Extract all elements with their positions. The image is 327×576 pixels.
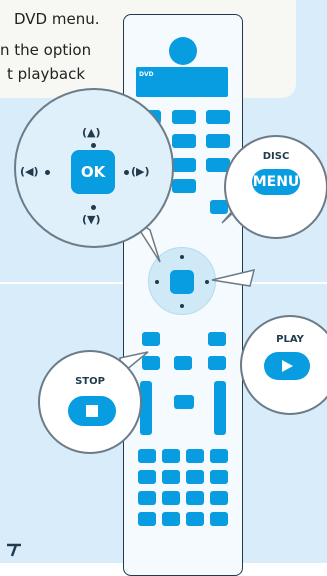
nav-up-label: (▲) xyxy=(82,126,101,139)
number-button[interactable] xyxy=(210,470,228,484)
play-button[interactable] xyxy=(264,352,310,380)
brand-logo-fragment xyxy=(7,543,21,557)
remote-button[interactable] xyxy=(206,110,230,124)
remote-button[interactable] xyxy=(142,356,160,370)
remote-ok-button[interactable] xyxy=(170,270,194,294)
mute-button[interactable] xyxy=(174,395,194,409)
nav-right-label: (▶) xyxy=(131,165,150,178)
volume-rocker[interactable] xyxy=(140,381,152,435)
remote-button[interactable] xyxy=(172,110,196,124)
number-button[interactable] xyxy=(186,470,204,484)
number-button[interactable] xyxy=(162,491,180,505)
menu-label: MENU xyxy=(252,174,300,190)
stop-button[interactable] xyxy=(68,396,116,426)
remote-button[interactable] xyxy=(208,332,226,346)
nav-up-dot-large xyxy=(91,143,96,148)
disc-label: DISC xyxy=(262,151,290,162)
number-button[interactable] xyxy=(138,470,156,484)
play-label: PLAY xyxy=(276,334,304,345)
number-button[interactable] xyxy=(138,491,156,505)
play-triangle-icon xyxy=(282,360,293,372)
remote-button[interactable] xyxy=(172,158,196,172)
number-button[interactable] xyxy=(162,470,180,484)
channel-rocker[interactable] xyxy=(214,381,226,435)
instruction-line-2: n the option xyxy=(0,41,92,59)
nav-right-dot xyxy=(205,280,209,284)
number-button[interactable] xyxy=(138,512,156,526)
instruction-line-3: t playback xyxy=(7,65,86,83)
number-button[interactable] xyxy=(162,449,180,463)
remote-button[interactable] xyxy=(172,134,196,148)
number-button[interactable] xyxy=(186,491,204,505)
dvd-label: DVD xyxy=(139,71,154,78)
remote-button[interactable] xyxy=(172,179,196,193)
callout-pointers xyxy=(119,192,256,377)
number-button[interactable] xyxy=(186,449,204,463)
number-button[interactable] xyxy=(162,512,180,526)
remote-button[interactable] xyxy=(206,158,230,172)
ok-button[interactable]: OK xyxy=(71,150,115,194)
nav-down-label: (▼) xyxy=(82,213,101,226)
power-button[interactable] xyxy=(169,37,197,65)
disc-menu-callout: DISC MENU xyxy=(224,135,327,239)
remote-button[interactable] xyxy=(208,356,226,370)
nav-down-dot-large xyxy=(91,205,96,210)
number-button[interactable] xyxy=(138,449,156,463)
nav-left-label: (◀) xyxy=(20,165,39,178)
remote-button[interactable] xyxy=(142,332,160,346)
stop-label: STOP xyxy=(75,376,105,387)
play-callout: PLAY xyxy=(240,315,327,415)
ok-label: OK xyxy=(80,163,106,181)
number-button[interactable] xyxy=(210,512,228,526)
stop-square-icon xyxy=(86,405,98,417)
nav-up-dot xyxy=(180,255,184,259)
nav-left-dot xyxy=(155,280,159,284)
remote-button[interactable] xyxy=(210,200,228,214)
stop-callout: STOP xyxy=(38,350,142,454)
remote-button[interactable] xyxy=(206,134,230,148)
number-button[interactable] xyxy=(186,512,204,526)
nav-left-dot-large xyxy=(45,170,50,175)
nav-right-dot-large xyxy=(124,170,129,175)
nav-down-dot xyxy=(180,304,184,308)
remote-button[interactable] xyxy=(174,356,192,370)
dvd-source-button[interactable]: DVD xyxy=(136,67,228,97)
number-button[interactable] xyxy=(210,491,228,505)
number-button[interactable] xyxy=(210,449,228,463)
disc-menu-button[interactable]: MENU xyxy=(252,169,300,195)
instruction-line-1: DVD menu. xyxy=(14,10,100,28)
